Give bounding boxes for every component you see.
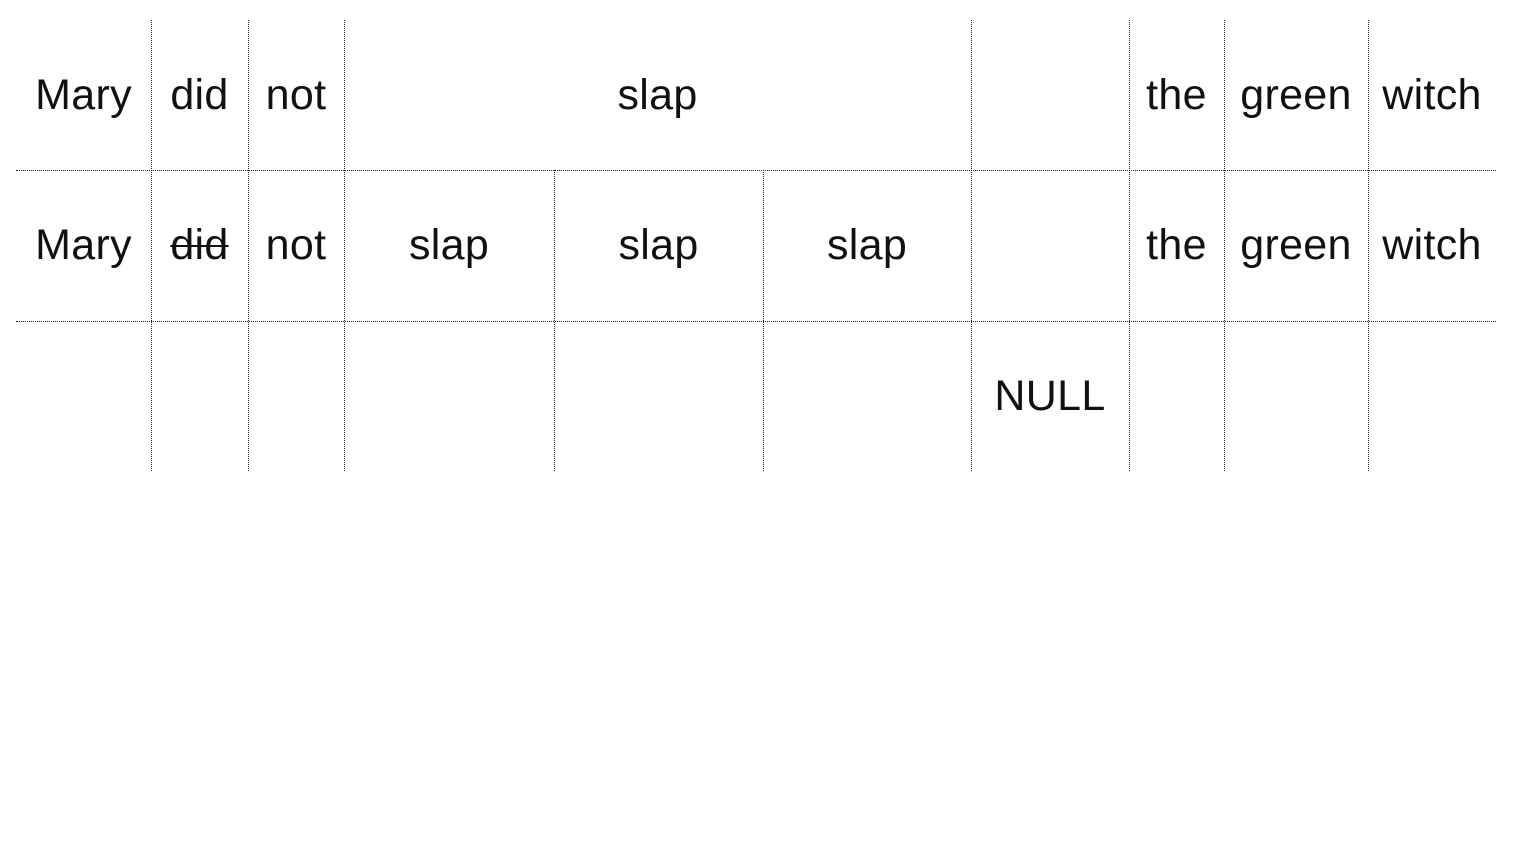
source-row-word: the xyxy=(1129,20,1224,170)
word-text: slap xyxy=(408,220,490,269)
row-divider xyxy=(16,170,1496,171)
column-divider xyxy=(971,20,972,471)
word-text: green xyxy=(1240,220,1352,269)
source-row-word: witch xyxy=(1368,20,1496,170)
source-row-word: Mary xyxy=(16,20,151,170)
source-row-word: did xyxy=(151,20,248,170)
word-text: not xyxy=(265,220,327,269)
expanded-row-word: slap xyxy=(763,170,971,320)
expanded-row-word: slap xyxy=(554,170,763,320)
word-text: the xyxy=(1146,220,1207,269)
word-text: did xyxy=(170,220,229,269)
column-divider xyxy=(248,20,249,471)
source-row-word xyxy=(971,20,1129,170)
column-divider xyxy=(1368,20,1369,471)
row-divider xyxy=(16,321,1496,322)
expanded-row-word: slap xyxy=(344,170,554,320)
word-text: witch xyxy=(1382,70,1482,119)
word-text: witch xyxy=(1382,220,1482,269)
source-row-word: not xyxy=(248,20,344,170)
column-divider xyxy=(1224,20,1225,471)
word-text: slap xyxy=(618,220,699,269)
column-divider xyxy=(763,170,764,471)
source-row-word: green xyxy=(1224,20,1368,170)
word-text: did xyxy=(170,70,229,119)
word-text: slap xyxy=(826,220,908,269)
null-row-word: NULL xyxy=(971,321,1129,471)
expanded-row-word xyxy=(971,170,1129,320)
expanded-row-word: the xyxy=(1129,170,1224,320)
word-text: slap xyxy=(617,70,698,119)
expanded-row-word: not xyxy=(248,170,344,320)
expanded-row-word: did xyxy=(151,170,248,320)
column-divider xyxy=(1129,20,1130,471)
expanded-row-word: witch xyxy=(1368,170,1496,320)
word-text: the xyxy=(1146,70,1207,119)
column-divider xyxy=(151,20,152,471)
expanded-row-word: Mary xyxy=(16,170,151,320)
column-divider xyxy=(344,20,345,471)
column-divider xyxy=(554,170,555,471)
word-text: not xyxy=(265,70,327,119)
expanded-row-word: green xyxy=(1224,170,1368,320)
source-row-word: slap xyxy=(344,20,971,170)
word-text: NULL xyxy=(994,371,1106,420)
word-text: Mary xyxy=(35,220,132,269)
word-text: green xyxy=(1240,70,1352,119)
word-text: Mary xyxy=(35,70,132,119)
